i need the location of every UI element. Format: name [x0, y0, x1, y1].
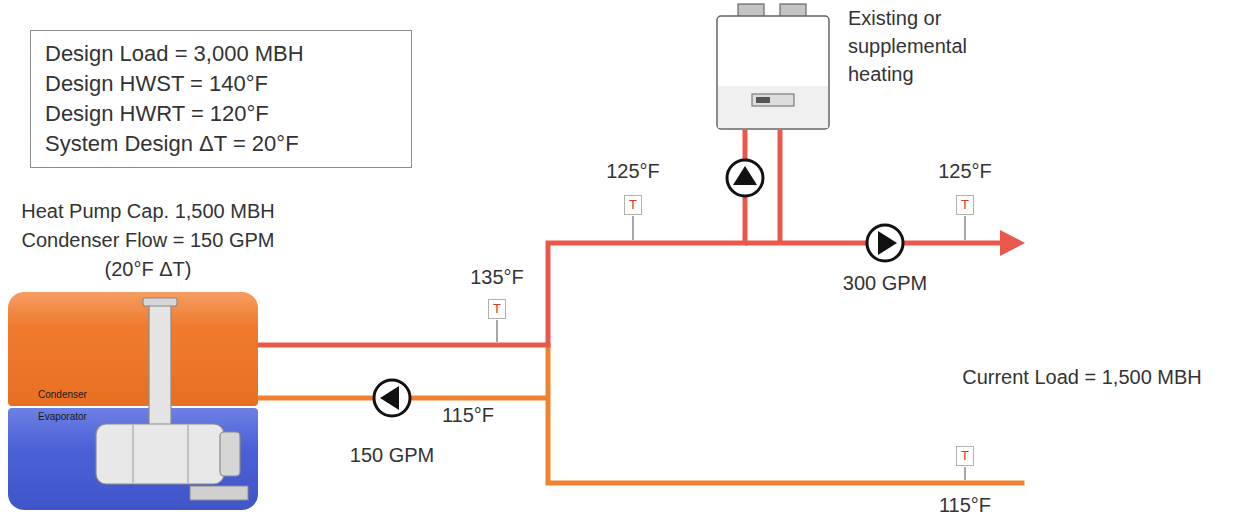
boiler-display	[756, 97, 770, 103]
equipment-heading: (20°F ΔT)	[105, 258, 192, 281]
design-criterion: Design HWST = 140°F	[45, 69, 397, 99]
equipment-label: Existing or supplemental heating	[848, 4, 998, 88]
component-label: Evaporator	[38, 411, 258, 423]
boiler-panel	[752, 94, 794, 106]
temperature-reading: 135°F	[470, 266, 524, 289]
temperature-reading: 115°F	[442, 404, 494, 427]
temperature-sensor: T	[624, 195, 642, 215]
sensor-letter: T	[961, 197, 969, 213]
sensor-letter: T	[961, 448, 969, 464]
pump-direction	[380, 386, 399, 410]
pump-body	[374, 380, 410, 416]
flow-rate: 300 GPM	[843, 272, 927, 295]
design-criterion: System Design ΔT = 20°F	[45, 129, 397, 159]
pump-symbol	[374, 380, 410, 416]
boiler-body	[717, 16, 829, 129]
pump-symbol	[867, 225, 903, 261]
equipment-heading: Heat Pump Cap. 1,500 MBH	[21, 200, 274, 223]
sensor-leader	[496, 320, 498, 342]
motor-cap	[220, 432, 240, 476]
pump-direction	[878, 231, 897, 255]
flow-rate: 150 GPM	[350, 444, 434, 467]
design-criterion: Design HWRT = 120°F	[45, 99, 397, 129]
design-criteria-box: Design Load = 3,000 MBHDesign HWST = 140…	[30, 30, 412, 168]
pump-symbol	[727, 160, 763, 196]
equipment-heading: Condenser Flow = 150 GPM	[22, 229, 275, 252]
compressor-rib	[133, 425, 134, 483]
temperature-reading: 125°F	[606, 160, 660, 183]
return-pipe	[548, 345, 1022, 483]
boiler-outline	[716, 2, 830, 130]
compressor-rib	[188, 425, 189, 483]
sensor-leader	[964, 467, 966, 480]
temperature-reading: 125°F	[938, 160, 992, 183]
pump-body	[727, 160, 763, 196]
temperature-reading: 115°F	[939, 494, 991, 517]
flow-arrowhead	[1000, 230, 1025, 256]
sensor-letter: T	[629, 197, 637, 213]
boiler-shade	[718, 86, 828, 128]
sensor-leader	[964, 216, 966, 240]
component-label: Condenser	[38, 389, 258, 401]
design-criterion: Design Load = 3,000 MBH	[45, 39, 397, 69]
temperature-sensor: T	[956, 446, 974, 466]
sensor-letter: T	[493, 301, 501, 317]
condenser-shell: Condenser	[8, 292, 258, 406]
sensor-leader	[632, 216, 634, 240]
pump-direction	[733, 166, 757, 185]
boiler-vent	[780, 4, 806, 17]
compressor-base	[190, 486, 248, 500]
evaporator-shell: Evaporator	[8, 408, 258, 510]
pipe-flange	[143, 298, 177, 306]
load-note: Current Load = 1,500 MBH	[962, 366, 1202, 389]
compressor-body	[96, 424, 224, 484]
boiler-vent	[738, 4, 764, 17]
pump-body	[867, 225, 903, 261]
temperature-sensor: T	[956, 195, 974, 215]
supplemental-boiler: Existing or supplemental heating	[716, 2, 830, 130]
compressor-illustration	[8, 408, 258, 510]
temperature-sensor: T	[488, 299, 506, 319]
discharge-pipe	[149, 304, 171, 428]
boiler-supply-pipe	[778, 130, 783, 243]
